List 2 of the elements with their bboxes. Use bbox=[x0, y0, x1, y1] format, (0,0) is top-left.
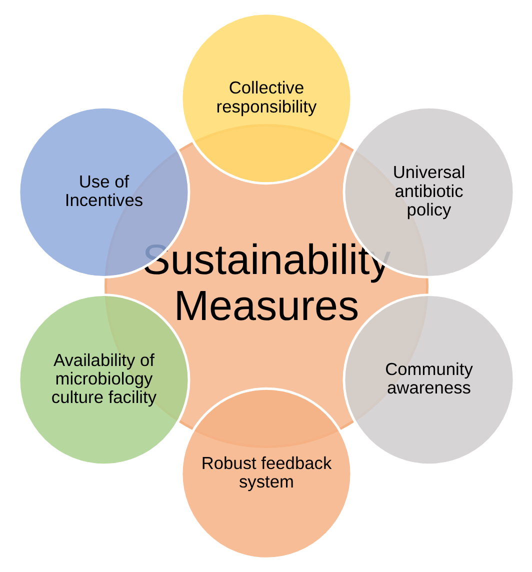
node-circle: Collective responsibility bbox=[180, 12, 352, 185]
node-circle: Robust feedback system bbox=[180, 387, 352, 560]
